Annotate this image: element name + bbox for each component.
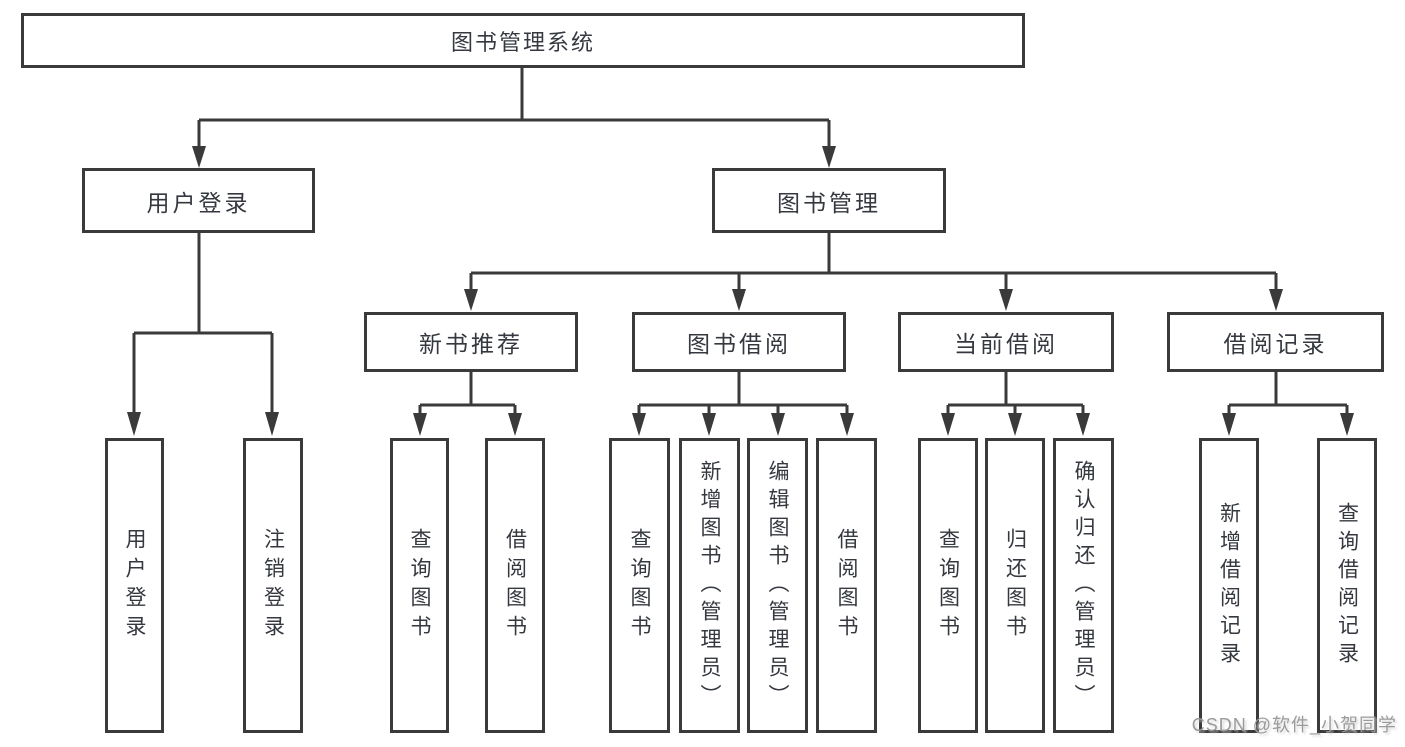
arrowhead-icon <box>1076 413 1090 436</box>
leaf-return-books: 归还图书 <box>985 438 1045 733</box>
arrowhead-icon <box>127 412 141 436</box>
arrowhead-icon <box>508 413 522 436</box>
arrowhead-icon <box>840 413 854 436</box>
node-library-management-system: 图书管理系统 <box>21 13 1025 68</box>
leaf-user-login: 用户登录 <box>105 438 164 733</box>
arrowhead-icon <box>941 413 955 436</box>
leaf-borrow-books-borrowing: 借阅图书 <box>816 438 877 733</box>
leaf-query-books-current: 查询图书 <box>918 438 978 733</box>
arrowhead-icon <box>265 412 279 436</box>
node-book-borrowing: 图书借阅 <box>632 312 846 372</box>
leaf-add-borrow-record: 新增借阅记录 <box>1199 438 1259 733</box>
arrowhead-icon <box>632 413 646 436</box>
tree-edges <box>132 68 1349 416</box>
leaf-query-books-recommend: 查询图书 <box>390 438 449 733</box>
arrowhead-icon <box>822 146 836 168</box>
arrowhead-icon <box>1340 413 1354 436</box>
leaf-query-borrow-record: 查询借阅记录 <box>1317 438 1377 733</box>
arrowhead-icon <box>464 289 478 311</box>
arrowhead-icon <box>999 289 1013 311</box>
leaf-edit-book-admin: 编辑图书（管理员） <box>747 438 808 733</box>
arrowhead-icon <box>771 413 785 436</box>
arrowhead-icon <box>732 289 746 311</box>
leaf-add-book-admin: 新增图书（管理员） <box>679 438 740 733</box>
node-current-borrowing: 当前借阅 <box>898 312 1114 372</box>
node-book-management: 图书管理 <box>712 168 946 233</box>
leaf-borrow-books-recommend: 借阅图书 <box>485 438 545 733</box>
node-new-book-recommendation: 新书推荐 <box>364 312 578 372</box>
arrowhead-icon <box>413 413 427 436</box>
arrowhead-icons <box>127 146 1354 436</box>
arrowhead-icon <box>192 146 206 168</box>
leaf-confirm-return-admin: 确认归还（管理员） <box>1053 438 1114 733</box>
csdn-watermark: CSDN @软件_小贺同学 <box>1191 715 1397 735</box>
arrowhead-icon <box>1269 289 1283 311</box>
arrowhead-icon <box>702 413 716 436</box>
node-borrowing-records: 借阅记录 <box>1167 312 1384 372</box>
arrowhead-icon <box>1222 413 1236 436</box>
node-user-login: 用户登录 <box>82 168 315 233</box>
arrowhead-icon <box>1008 413 1022 436</box>
leaf-query-books-borrowing: 查询图书 <box>609 438 670 733</box>
leaf-logout: 注销登录 <box>243 438 303 733</box>
